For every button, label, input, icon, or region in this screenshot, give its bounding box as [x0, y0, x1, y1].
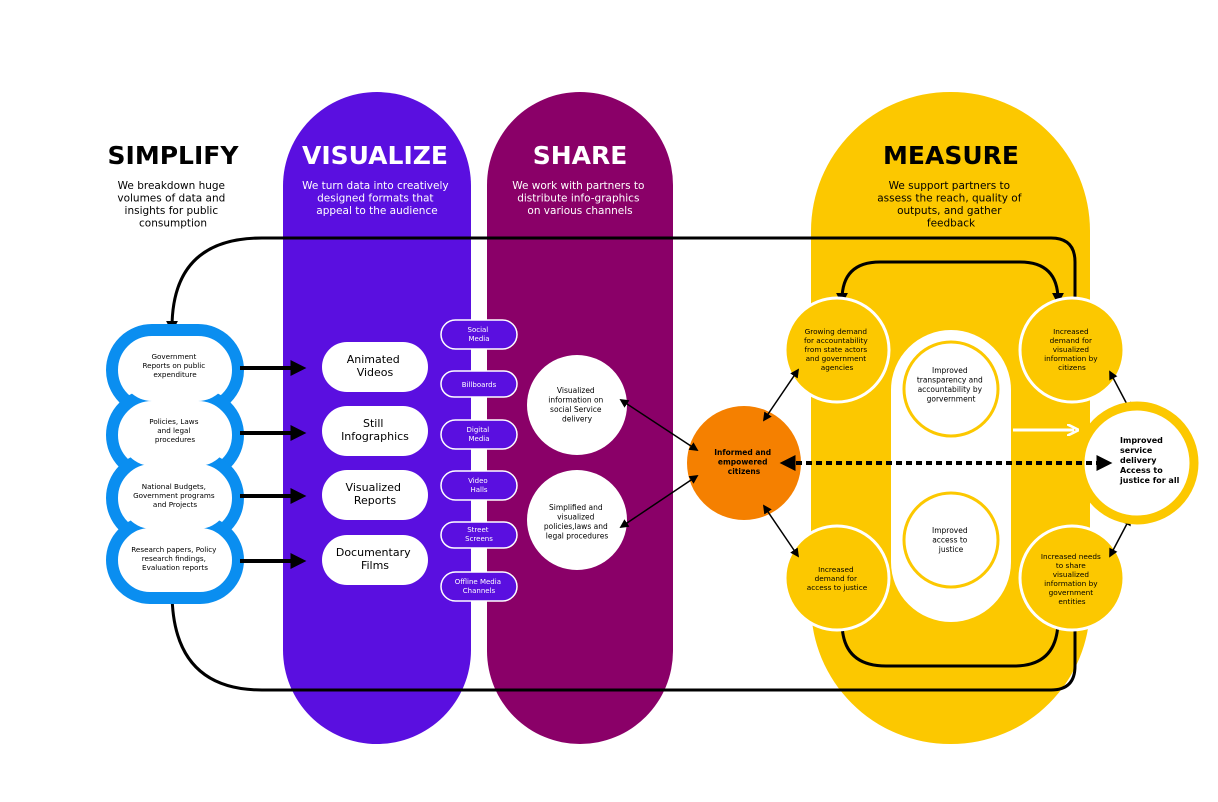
channel-label: Billboards	[462, 381, 497, 389]
visualize-desc: We turn data into creatively designed fo…	[302, 180, 452, 217]
channel-pills	[440, 319, 518, 602]
simplify-title: SIMPLIFY	[108, 141, 240, 170]
format-pill	[322, 535, 428, 585]
feedback-loop-bottom	[166, 587, 1077, 692]
measure-title: MEASURE	[883, 141, 1019, 170]
simplify-item-label: Research papers, Policy research finding…	[131, 545, 218, 572]
channel-pill	[440, 419, 518, 450]
channel-label: Offline Media Channels	[455, 578, 503, 595]
measure-desc: We support partners to assess the reach,…	[877, 180, 1025, 230]
measure-inner-label: Improved transparency and accountability…	[917, 366, 985, 404]
visualize-title: VISUALIZE	[302, 141, 448, 170]
share-center-arrows	[619, 399, 699, 529]
channel-pill	[440, 470, 518, 501]
share-circle	[527, 470, 627, 570]
channel-pill	[440, 319, 518, 350]
simplify-item-label: National Budgets, Government programs an…	[133, 482, 217, 509]
simplify-desc: We breakdown huge volumes of data and in…	[117, 180, 228, 230]
informed-citizens-label: Informed and empowered citizens	[714, 448, 774, 476]
simplify-items	[106, 324, 244, 604]
channel-label: Digital Media	[467, 426, 492, 443]
outcome-label: Improved service delivery Access to just…	[1119, 436, 1180, 485]
channel-label: Social Media	[468, 326, 491, 343]
share-circle-label: Visualized information on social Service…	[548, 386, 605, 424]
channel-label: Street Screens	[465, 526, 493, 543]
format-pill	[322, 470, 428, 520]
measure-circle	[1018, 296, 1126, 404]
measure-circle-label: Increased demand for access to justice	[807, 565, 868, 592]
measure-inner-label: Improved access to justice	[932, 526, 970, 554]
share-desc: We work with partners to distribute info…	[512, 180, 648, 217]
format-label: Visualized Reports	[346, 481, 405, 507]
measure-circle-label: Increased needs to share visualized info…	[1041, 552, 1103, 606]
feedback-loop-top	[166, 236, 1077, 333]
format-label: Animated Videos	[347, 353, 404, 379]
format-label: Still Infographics	[341, 417, 409, 443]
channel-pill	[440, 521, 518, 549]
channel-label: Video Halls	[468, 477, 490, 494]
measure-loop-top	[836, 260, 1064, 305]
measure-circle	[783, 296, 891, 404]
share-circle	[527, 355, 627, 455]
share-circle-label: Simplified and visualized policies,laws …	[544, 503, 610, 541]
measure-circle-label: Growing demand for accountability from s…	[804, 327, 870, 372]
simplify-item-label: Government Reports on public expenditure	[142, 352, 207, 379]
simplify-arrows	[240, 360, 307, 569]
measure-circle-label: Increased demand for visualized informat…	[1044, 327, 1100, 372]
measure-loop-bottom	[836, 615, 1064, 668]
format-pill	[322, 406, 428, 456]
measure-inner-circle	[902, 340, 1000, 438]
channel-pill	[440, 370, 518, 398]
channel-pill	[440, 571, 518, 602]
measure-circle	[1018, 524, 1126, 632]
informed-citizens-circle	[687, 406, 801, 520]
share-title: SHARE	[533, 141, 628, 170]
format-label: Documentary Films	[336, 546, 414, 572]
simplify-item-label: Policies, Laws and legal procedures	[149, 417, 200, 444]
visualize-formats	[322, 342, 428, 585]
format-pill	[322, 342, 428, 392]
measure-circle	[783, 524, 891, 632]
measure-inner-circle	[902, 491, 1000, 589]
